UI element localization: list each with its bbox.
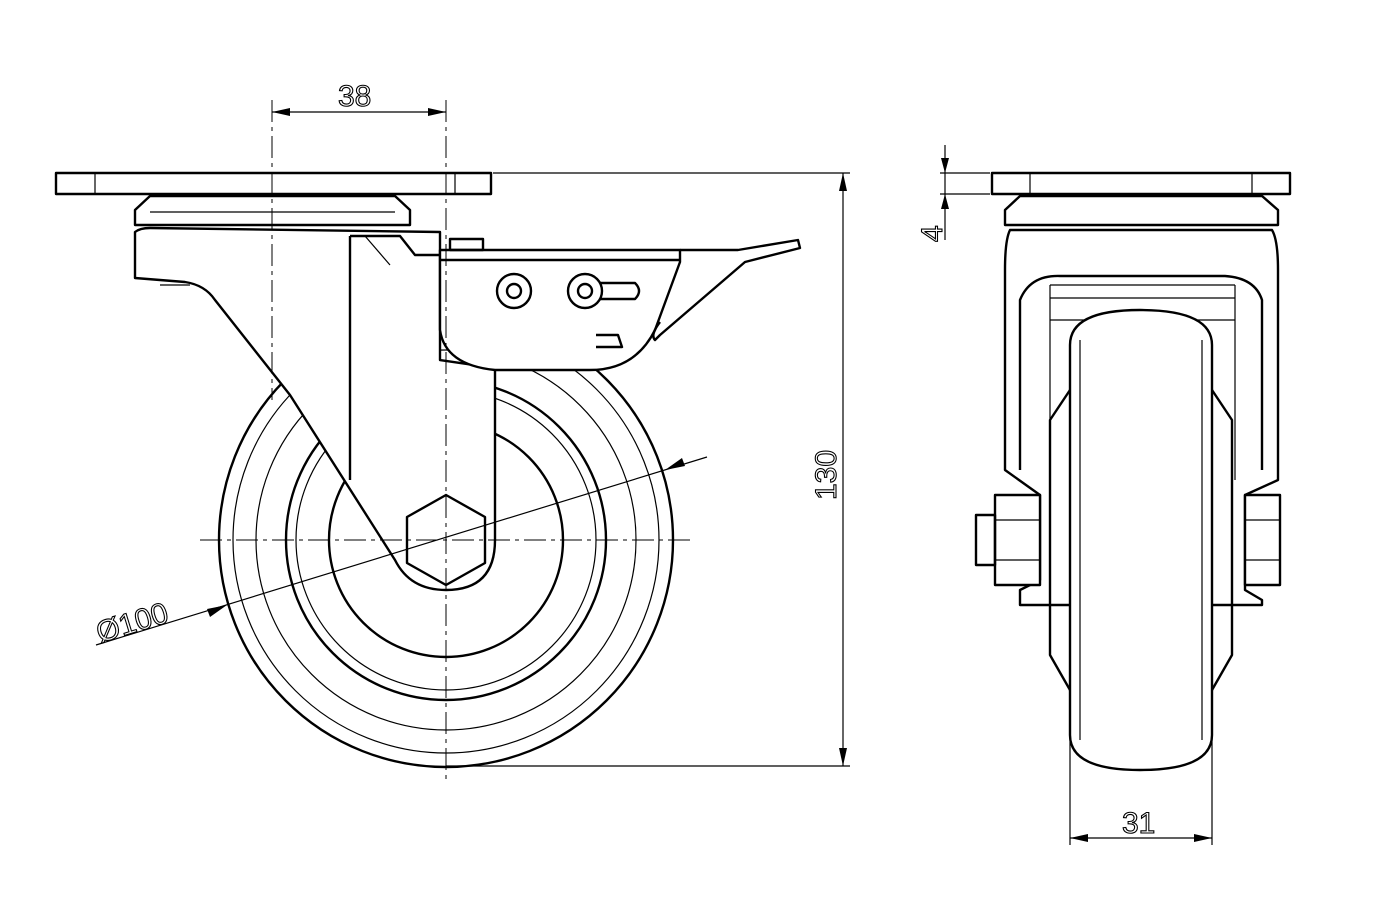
dimension-label: 38	[338, 80, 371, 113]
drawing-line	[839, 748, 847, 766]
drawing-line	[576, 282, 594, 300]
drawing-line	[364, 235, 391, 266]
drawing-line	[495, 272, 533, 310]
drawing-line	[350, 234, 440, 257]
brake-housing	[438, 248, 682, 372]
dimension-4: 4	[915, 145, 990, 243]
top-plate	[54, 171, 493, 196]
drawing-line	[839, 173, 847, 191]
dimension-31: 31	[1069, 740, 1213, 845]
front-view: 4 31	[915, 145, 1292, 845]
drawing-line	[1070, 834, 1088, 842]
drawing-line	[596, 333, 624, 349]
dimension-38: 38	[272, 79, 446, 116]
drawing-line	[272, 108, 290, 116]
drawing-line	[1194, 834, 1212, 842]
drawing-line	[993, 493, 1042, 587]
dimension-label: Ø100	[92, 597, 172, 650]
drawing-line	[941, 194, 949, 209]
drawing-line	[600, 281, 641, 301]
drawing-line	[990, 171, 1292, 196]
drawing-line	[207, 605, 227, 617]
drawing-line	[448, 237, 485, 252]
drawing-line	[1048, 389, 1234, 691]
drawing-line	[1243, 493, 1282, 587]
drawing-line	[428, 108, 446, 116]
drawing-line	[652, 238, 802, 342]
dimension-label: 31	[1122, 807, 1155, 840]
drawing-line	[665, 458, 685, 470]
dimension-130: 130	[446, 172, 850, 767]
swivel-race	[133, 194, 412, 227]
dimension-label: 4	[916, 225, 949, 242]
drawing-line	[95, 456, 708, 646]
drawing-line	[505, 282, 523, 300]
drawing-line	[1018, 274, 1264, 470]
wheel-front	[1068, 308, 1214, 772]
drawing-line	[941, 158, 949, 173]
side-view: 38 130 Ø100	[54, 79, 850, 780]
drawing-line	[566, 272, 604, 310]
drawing-line	[974, 513, 997, 567]
drawing-line	[1003, 194, 1280, 227]
dimension-label: 130	[810, 450, 843, 500]
